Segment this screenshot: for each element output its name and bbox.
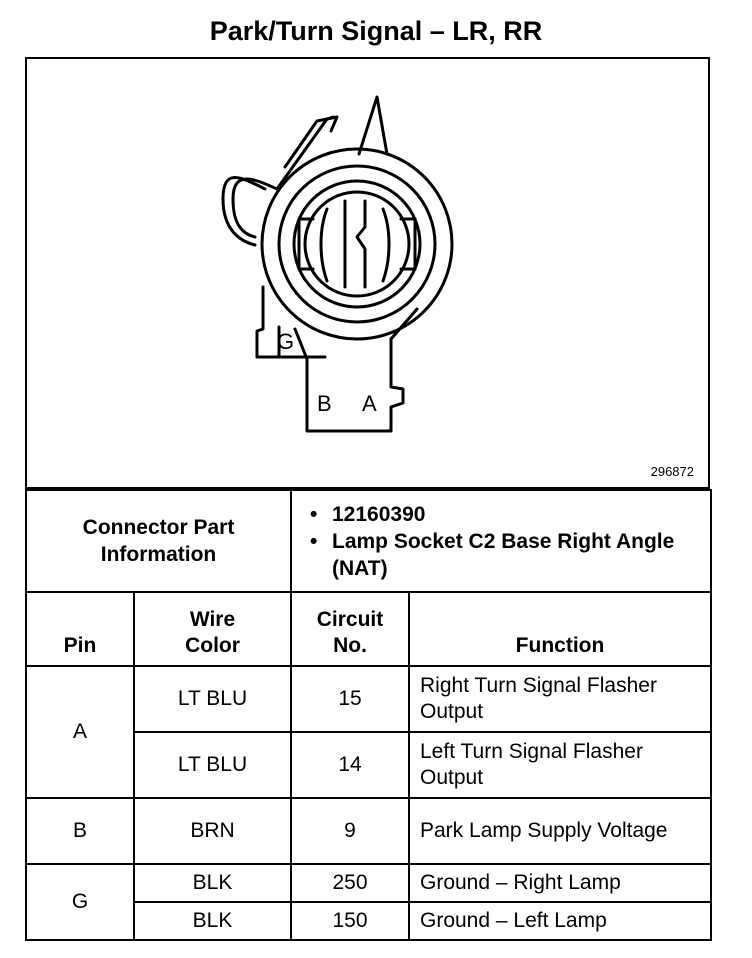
circuit-cell: 150 — [290, 901, 410, 941]
socket-body — [292, 179, 422, 309]
connector-info-table: Connector Part Information 12160390 Lamp… — [25, 489, 712, 593]
pin-label-g: G — [277, 329, 294, 354]
header-pin: Pin — [25, 591, 135, 667]
circuit-cell: 15 — [290, 665, 410, 733]
pin-table: Pin Wire Color Circuit No. Function A LT… — [25, 591, 712, 941]
connector-figure: G B A 296872 — [25, 57, 710, 489]
terminal-body — [293, 307, 419, 433]
connector-drawing: G B A — [221, 95, 454, 433]
wire-color-cell: LT BLU — [133, 731, 292, 799]
pin-label-a: A — [362, 391, 377, 416]
table-row: G BLK 250 Ground – Right Lamp — [25, 863, 712, 941]
page-title: Park/Turn Signal – LR, RR — [209, 16, 543, 46]
function-cell: Right Turn Signal Flasher Output — [408, 665, 712, 733]
connector-part-number: 12160390 — [310, 501, 710, 528]
table-row: LT BLU 14 Left Turn Signal Flasher Outpu… — [26, 731, 712, 799]
pin-cell: G — [25, 863, 135, 941]
function-cell: Ground – Left Lamp — [408, 901, 712, 941]
figure-number: 296872 — [650, 464, 694, 479]
header-circuit: Circuit No. — [290, 591, 410, 667]
wire-color-cell: BLK — [133, 901, 292, 941]
pin-cell: A — [25, 665, 135, 799]
pin-cell: B — [25, 797, 135, 865]
header-wire-color: Wire Color — [133, 591, 292, 667]
pin-label-b: B — [317, 391, 332, 416]
header-function: Function — [408, 591, 712, 667]
function-cell: Left Turn Signal Flasher Output — [408, 731, 712, 799]
function-cell: Ground – Right Lamp — [408, 863, 712, 903]
table-row: A LT BLU 15 Right Turn Signal Flasher Ou… — [25, 665, 712, 799]
wire-color-cell: LT BLU — [133, 665, 292, 733]
function-cell: Park Lamp Supply Voltage — [408, 797, 712, 865]
wire-color-cell: BRN — [133, 797, 292, 865]
wire-color-cell: BLK — [133, 863, 292, 903]
outer-ring — [260, 147, 454, 341]
table-row: BLK 150 Ground – Left Lamp — [26, 901, 712, 941]
wire-hook — [231, 177, 279, 239]
locking-fin — [357, 95, 389, 156]
connector-description: Lamp Socket C2 Base Right Angle (NAT) — [310, 528, 710, 582]
table-row: B BRN 9 Park Lamp Supply Voltage — [25, 797, 712, 865]
circuit-cell: 9 — [290, 797, 410, 865]
connector-info-label: Connector Part Information — [25, 489, 292, 593]
circuit-cell: 250 — [290, 863, 410, 903]
circuit-cell: 14 — [290, 731, 410, 799]
connector-info-list: 12160390 Lamp Socket C2 Base Right Angle… — [290, 489, 712, 593]
